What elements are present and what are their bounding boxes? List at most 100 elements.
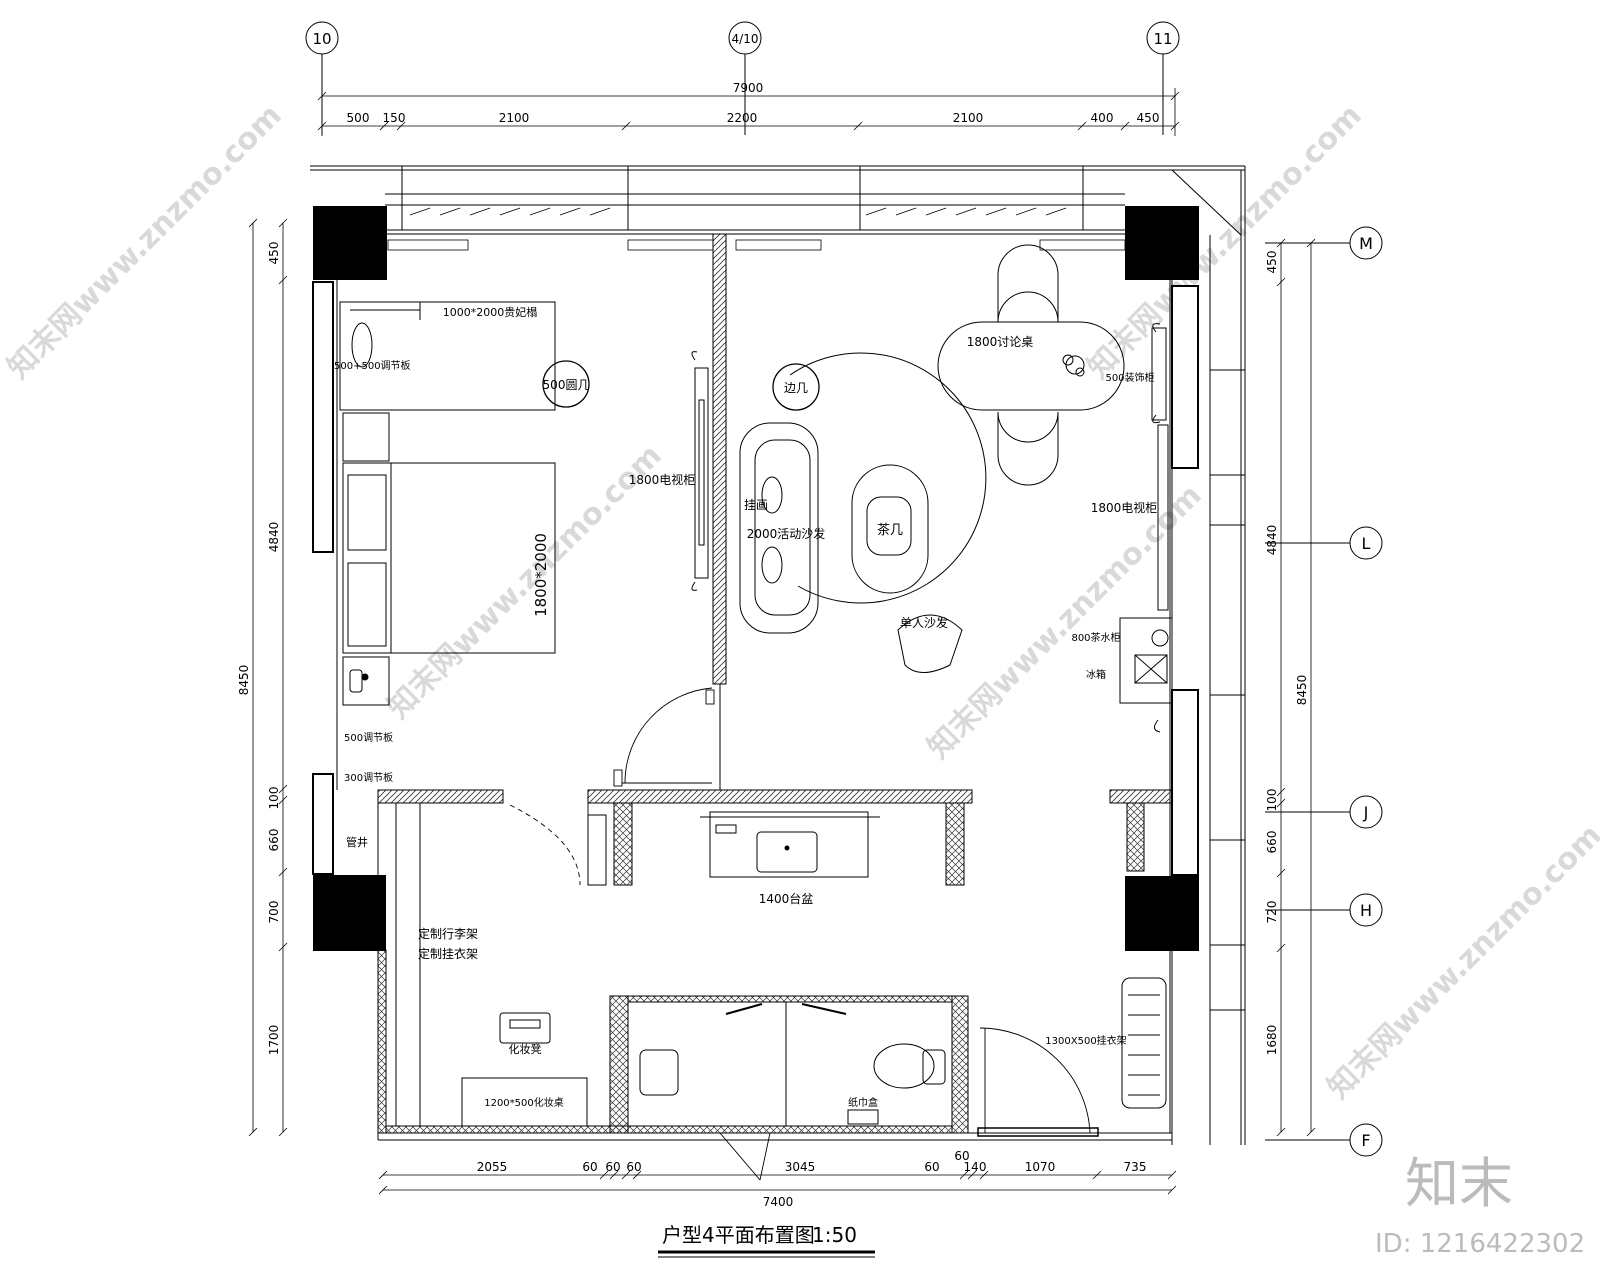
dim-text: 2200: [727, 111, 758, 125]
dim-text: 100: [1265, 789, 1279, 812]
label-coffee-table: 茶几: [877, 522, 903, 538]
room-labels: 1000*2000贵妃榻 500+500调节板 500圆几 1800*2000 …: [334, 305, 1157, 1109]
wall-segment: [627, 995, 953, 1003]
wall-segment: [613, 802, 633, 886]
pillow: [351, 322, 373, 368]
drawing-title: 户型4平面布置图 1:50: [658, 1223, 875, 1258]
toilet-tank: [922, 1049, 946, 1085]
label-chaise-lounge: 1000*2000贵妃榻: [443, 305, 538, 319]
column: [1125, 876, 1199, 951]
dim-text: 150: [383, 111, 406, 125]
wall-panel: [1171, 689, 1199, 876]
dim-text: 4840: [1265, 525, 1279, 556]
label-adjust-panel-300: 300调节板: [344, 771, 393, 784]
sofa-pillow: [761, 546, 783, 584]
round-table: [542, 360, 590, 408]
dresser-stool: [499, 1012, 551, 1044]
dimension-texts: 7900 500 150 2100 2200 2100 400 450 8450…: [237, 81, 1309, 1209]
dimension-lines: [248, 88, 1316, 1195]
wall-segment: [945, 802, 965, 886]
door-swing-dashed: [509, 804, 581, 886]
axis-label: 4/10: [732, 32, 759, 46]
dim-text: 7400: [763, 1195, 794, 1209]
axis-label: F: [1361, 1131, 1370, 1150]
axis-label: L: [1362, 534, 1371, 553]
partition-wall-horizontal: [377, 789, 504, 804]
watermark: 知末网www.znzmo.com: [1, 98, 289, 386]
shower-drain: [639, 1049, 679, 1096]
dim-text: 8450: [237, 665, 251, 696]
window-sills: [387, 207, 1126, 251]
label-side-table: 边几: [784, 381, 808, 395]
wall-segment: [951, 995, 969, 1134]
dim-text: 450: [1265, 251, 1279, 274]
partition-wall-horizontal: [587, 789, 973, 804]
tv-screen: [698, 399, 705, 546]
wall-segment: [377, 949, 387, 1134]
label-basin: 1400台盆: [759, 891, 814, 906]
pillow: [347, 562, 387, 647]
fridge: [1134, 654, 1168, 684]
axis-label: M: [1359, 234, 1373, 253]
wall-segment: [609, 995, 629, 1134]
dim-text: 60: [582, 1160, 597, 1174]
dim-text: 700: [267, 901, 281, 924]
sofa-cushion: [754, 439, 811, 616]
dim-text: 2100: [953, 111, 984, 125]
headboard: [342, 462, 392, 654]
wall-panels: [312, 281, 1199, 876]
watermark: 知末网www.znzmo.com: [921, 478, 1209, 766]
dim-text: 60: [924, 1160, 939, 1174]
chair: [997, 244, 1059, 323]
dim-text: 2055: [477, 1160, 508, 1174]
label-single-sofa: 单人沙发: [900, 615, 948, 630]
tissue-box: [847, 1109, 879, 1125]
radiator: [627, 239, 714, 251]
label-decorative-cabinet: 500装饰柜: [1105, 371, 1154, 384]
dim-text: 60: [954, 1149, 969, 1163]
washbasin: [756, 831, 818, 873]
rug-outline: [789, 352, 987, 604]
label-tissue-box: 纸巾盒: [848, 1096, 878, 1109]
label-tea-cabinet: 800茶水柜: [1071, 631, 1120, 644]
label-adjust-panel: 500+500调节板: [334, 359, 411, 372]
label-discussion-table: 1800讨论桌: [967, 335, 1034, 349]
label-fridge: 冰箱: [1086, 668, 1106, 681]
label-dresser: 1200*500化妆桌: [484, 1096, 564, 1109]
label-tv-cabinet-left: 1800电视柜: [629, 472, 696, 487]
partition-wall-center: [712, 233, 727, 685]
column: [313, 206, 387, 280]
label-sofa: 2000活动沙发: [747, 526, 826, 541]
watermark: 知末网www.znzmo.com: [1081, 98, 1369, 386]
label-painting: 挂画: [744, 498, 768, 512]
axis-label: 10: [312, 30, 331, 48]
nightstand: [342, 656, 390, 706]
dim-text: 60: [605, 1160, 620, 1174]
kettle: [1151, 629, 1169, 647]
column: [313, 875, 386, 951]
bathroom-fixtures: [461, 811, 1167, 1127]
dim-text: 140: [964, 1160, 987, 1174]
door-frame: [587, 814, 607, 886]
dim-text: 450: [1137, 111, 1160, 125]
title-scale: 1:50: [812, 1223, 857, 1247]
side-table: [772, 363, 820, 411]
label-dresser-stool: 化妆凳: [509, 1042, 542, 1056]
radiator: [735, 239, 822, 251]
dim-text: 3045: [785, 1160, 816, 1174]
wall-segment: [385, 1125, 953, 1134]
watermark: 知末网www.znzmo.com: [1321, 818, 1600, 1106]
title-text: 户型4平面布置图: [662, 1223, 815, 1247]
tv-cabinet-right: [1157, 424, 1169, 611]
bedroom-furniture: [339, 301, 709, 706]
lamp: [349, 669, 363, 693]
glass-door: [977, 1127, 1099, 1137]
coffee-table: [851, 464, 929, 594]
axis-label: J: [1363, 803, 1369, 822]
dim-text: 100: [267, 787, 281, 810]
dim-text: 735: [1124, 1160, 1147, 1174]
label-wardrobe: 定制挂衣架: [418, 946, 478, 961]
sofa: [739, 422, 819, 634]
dim-text: 500: [347, 111, 370, 125]
